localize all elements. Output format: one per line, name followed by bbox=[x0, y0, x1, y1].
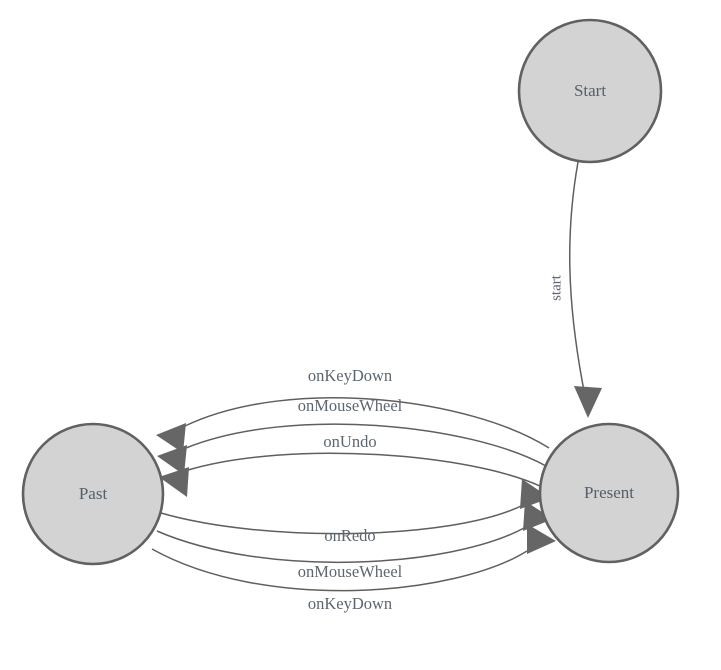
edge-past-present-onmousewheel-path bbox=[156, 527, 525, 564]
edge-start-path bbox=[568, 161, 586, 397]
edge-past-present-onredo[interactable]: onRedo bbox=[160, 479, 550, 545]
edge-past-present-onkeydown-label: onKeyDown bbox=[308, 594, 392, 613]
node-past[interactable]: Past bbox=[21, 422, 165, 566]
edge-past-present-onmousewheel-label: onMouseWheel bbox=[298, 562, 403, 581]
edge-present-past-onmousewheel[interactable]: onMouseWheel bbox=[157, 396, 547, 475]
edge-past-present-onredo-arrowhead bbox=[520, 479, 550, 509]
edge-present-past-onmousewheel-label: onMouseWheel bbox=[298, 396, 403, 415]
edge-start-arrowhead bbox=[574, 386, 602, 418]
edge-present-past-onundo[interactable]: onUndo bbox=[159, 432, 543, 497]
node-present-label: Present bbox=[584, 483, 634, 502]
edge-past-present-onmousewheel[interactable]: onMouseWheel bbox=[156, 501, 553, 581]
node-start-circle bbox=[517, 18, 663, 164]
node-start-label: Start bbox=[574, 81, 606, 100]
edge-past-present-onkeydown-arrowhead bbox=[527, 524, 556, 554]
node-past-circle bbox=[21, 422, 165, 566]
edge-past-present-onkeydown-path bbox=[151, 548, 528, 592]
edge-past-present-onredo-label: onRedo bbox=[324, 526, 375, 545]
edge-present-past-onkeydown-path bbox=[184, 396, 550, 449]
edge-present-past-onundo-label: onUndo bbox=[323, 432, 376, 451]
node-present-circle bbox=[538, 422, 680, 564]
edge-present-past-onmousewheel-arrowhead bbox=[157, 445, 187, 475]
node-start[interactable]: Start bbox=[517, 18, 663, 164]
node-present[interactable]: Present bbox=[538, 422, 680, 564]
edge-past-present-onkeydown[interactable]: onKeyDown bbox=[151, 524, 556, 613]
edge-present-past-onkeydown-label: onKeyDown bbox=[308, 366, 392, 385]
edge-past-present-onredo-path bbox=[160, 505, 522, 535]
node-past-label: Past bbox=[79, 484, 108, 503]
edge-start-label: start bbox=[548, 274, 564, 301]
edge-present-past-onmousewheel-path bbox=[185, 423, 547, 467]
edge-present-past-onundo-path bbox=[187, 452, 543, 488]
edge-past-present-onmousewheel-arrowhead bbox=[523, 501, 553, 531]
edge-present-past-onundo-arrowhead bbox=[159, 467, 189, 497]
edge-present-past-onkeydown-arrowhead bbox=[156, 423, 186, 453]
edge-start[interactable]: start bbox=[548, 161, 602, 418]
edge-present-past-onkeydown[interactable]: onKeyDown bbox=[156, 366, 550, 453]
